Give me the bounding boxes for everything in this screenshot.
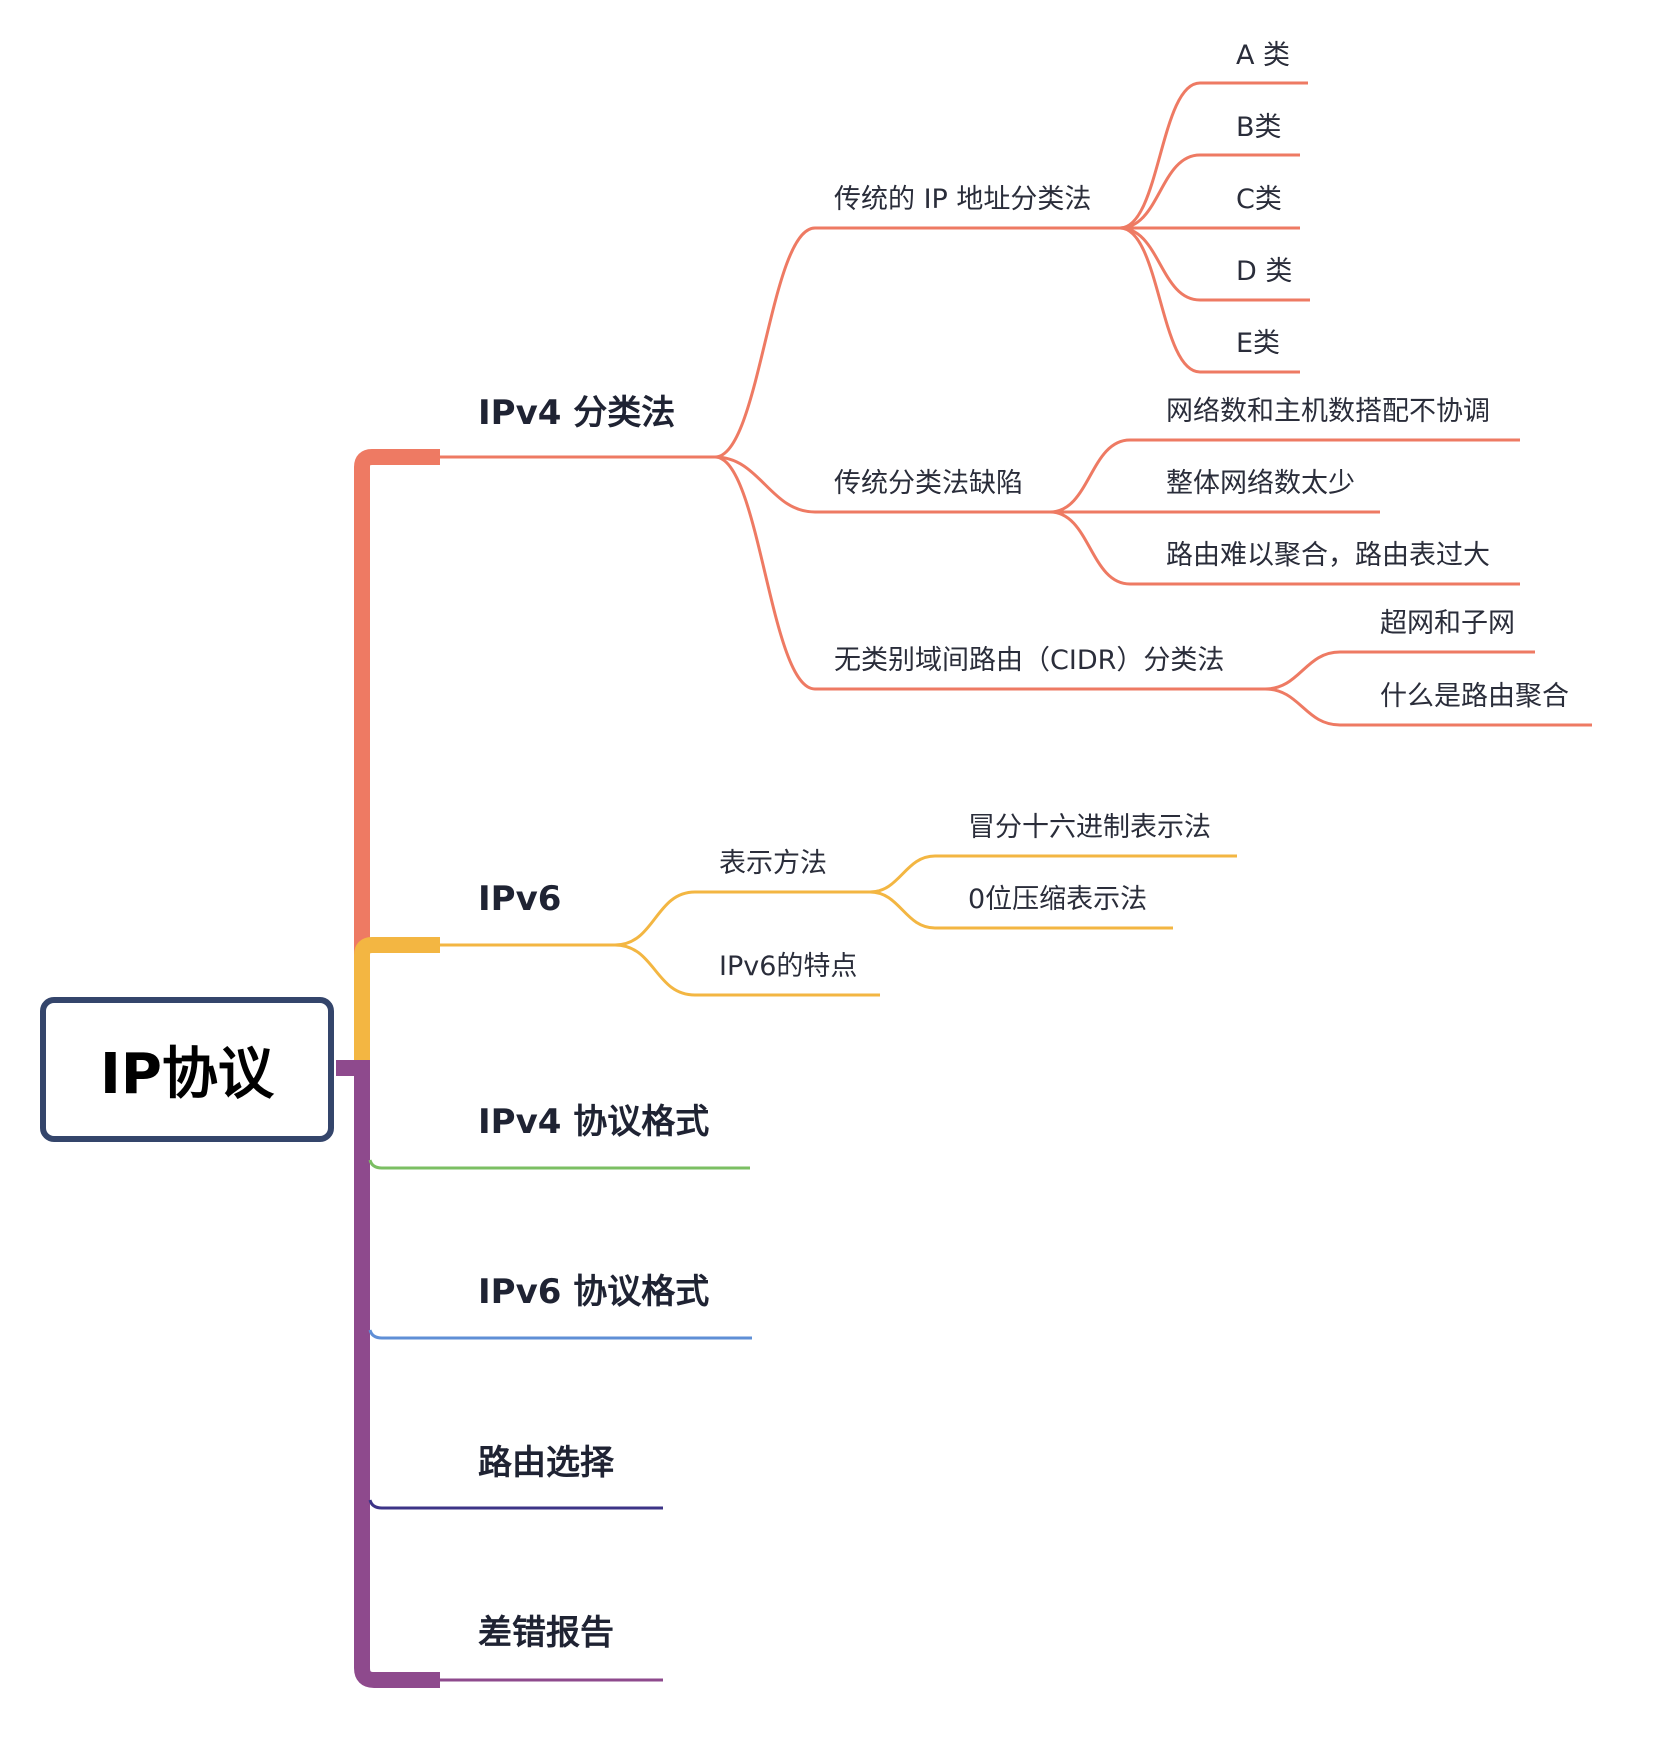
node-class-a[interactable]: A 类	[1236, 40, 1291, 71]
node-defect-mismatch[interactable]: 网络数和主机数搭配不协调	[1166, 396, 1490, 427]
node-defect-few-networks[interactable]: 整体网络数太少	[1166, 468, 1355, 499]
underline-ipv4-format	[368, 1159, 750, 1170]
node-class-c[interactable]: C类	[1236, 184, 1282, 215]
node-ipv6[interactable]: IPv6	[478, 879, 562, 919]
node-cidr[interactable]: 无类别域间路由（CIDR）分类法	[834, 645, 1225, 676]
node-traditional-classification[interactable]: 传统的 IP 地址分类法	[834, 184, 1092, 215]
ipv4-connectors	[714, 81, 1592, 727]
root-node[interactable]: IP协议	[40, 997, 334, 1142]
node-zero-compression[interactable]: 0位压缩表示法	[968, 884, 1148, 915]
node-routing[interactable]: 路由选择	[478, 1443, 614, 1483]
trunk-ipv4	[354, 449, 440, 1060]
node-ipv4-classification[interactable]: IPv4 分类法	[478, 393, 676, 433]
node-error-report[interactable]: 差错报告	[478, 1613, 614, 1653]
node-ipv6-format[interactable]: IPv6 协议格式	[478, 1272, 710, 1312]
node-defect-aggregation[interactable]: 路由难以聚合，路由表过大	[1166, 540, 1490, 571]
node-traditional-defects[interactable]: 传统分类法缺陷	[834, 468, 1023, 499]
trunk-lower	[336, 1060, 440, 1688]
node-class-d[interactable]: D 类	[1236, 256, 1293, 287]
node-notation[interactable]: 表示方法	[719, 848, 827, 879]
node-class-e[interactable]: E类	[1236, 328, 1281, 359]
ipv6-connectors	[614, 854, 1237, 997]
node-route-aggregation[interactable]: 什么是路由聚合	[1380, 681, 1569, 712]
underline-routing	[368, 1499, 663, 1510]
node-ipv6-features[interactable]: IPv6的特点	[719, 951, 858, 982]
node-colon-hex[interactable]: 冒分十六进制表示法	[968, 812, 1211, 843]
node-ipv4-format[interactable]: IPv4 协议格式	[478, 1102, 710, 1142]
underline-ipv6-format	[368, 1329, 752, 1340]
node-class-b[interactable]: B类	[1236, 112, 1282, 143]
trunk-ipv6	[354, 937, 440, 1060]
node-supernet-subnet[interactable]: 超网和子网	[1380, 608, 1515, 639]
